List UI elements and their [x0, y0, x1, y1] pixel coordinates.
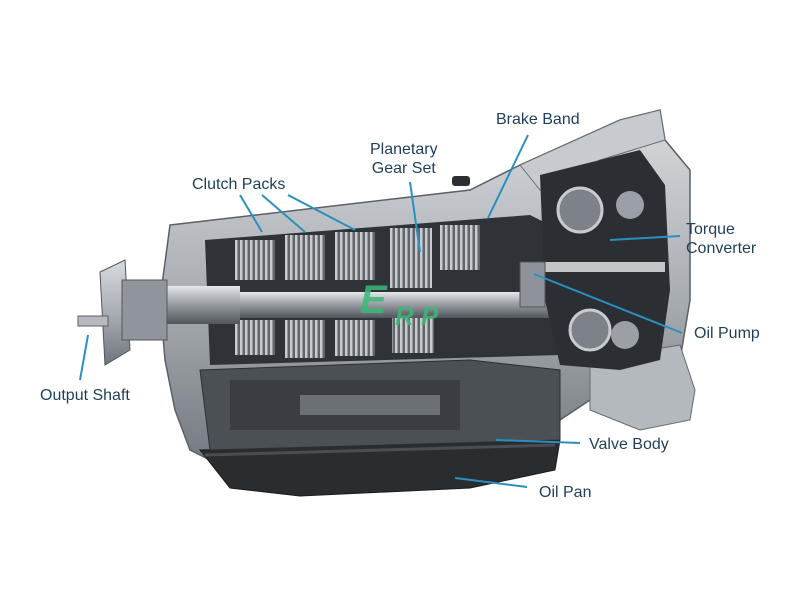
leader-oil-pan — [454, 477, 528, 488]
oil-pump — [519, 261, 546, 308]
clutch-packs — [235, 225, 480, 358]
leader-planetary-gear-set — [409, 181, 421, 253]
leader-clutch-packs-3 — [287, 194, 356, 231]
leader-valve-body — [495, 439, 581, 444]
planetary-gear-set — [390, 228, 434, 353]
torque-converter — [540, 150, 670, 370]
leader-clutch-packs-2 — [261, 194, 306, 233]
leader-torque-converter — [609, 235, 681, 241]
svg-text:E: E — [360, 278, 388, 322]
label-valve-body: Valve Body — [589, 436, 669, 453]
watermark-logo: E R P — [360, 278, 439, 331]
leader-output-shaft — [79, 334, 89, 381]
leader-clutch-packs-1 — [239, 194, 263, 233]
label-clutch-packs: Clutch Packs — [192, 176, 286, 193]
label-output-shaft: Output Shaft — [40, 387, 130, 404]
valve-body — [199, 359, 561, 451]
svg-text:R P: R P — [395, 301, 439, 331]
label-oil-pan: Oil Pan — [539, 484, 592, 501]
dipstick-cap — [452, 176, 470, 186]
output-shaft-flange — [77, 259, 168, 366]
label-brake-band: Brake Band — [496, 111, 580, 128]
label-torque-converter: Torque Converter — [686, 221, 757, 257]
leader-lines — [79, 134, 683, 488]
oil-pan — [198, 439, 561, 497]
leader-brake-band — [487, 134, 529, 219]
label-planetary-gear-set: Planetary Gear Set — [370, 141, 438, 177]
label-oil-pump: Oil Pump — [694, 325, 760, 342]
leader-oil-pump — [533, 273, 683, 334]
